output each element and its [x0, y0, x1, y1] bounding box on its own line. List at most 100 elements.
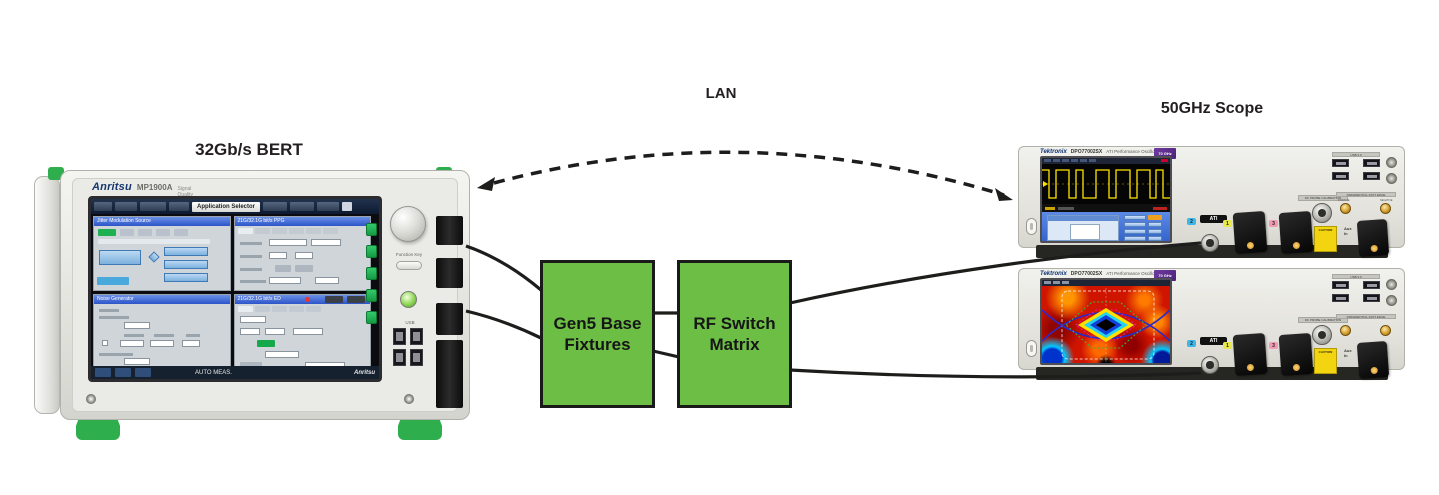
toolbar-chip[interactable] — [317, 202, 340, 211]
chip[interactable] — [156, 229, 170, 236]
calculation-select[interactable] — [264, 350, 299, 358]
rotary-knob[interactable] — [390, 206, 426, 242]
tab[interactable] — [237, 228, 253, 234]
usb-port[interactable] — [1363, 172, 1380, 180]
scope-power-button[interactable] — [1026, 340, 1037, 357]
time-input[interactable] — [292, 327, 323, 335]
dc-probe-cal-connector[interactable] — [1312, 325, 1332, 345]
audio-jack[interactable] — [1386, 279, 1397, 290]
chip[interactable] — [138, 229, 152, 236]
history-button[interactable] — [239, 361, 262, 368]
offset-input[interactable] — [314, 277, 339, 284]
menu-chip[interactable] — [1161, 159, 1168, 162]
preset-select-2[interactable] — [124, 357, 150, 365]
panel-button[interactable] — [1148, 236, 1162, 241]
tab[interactable] — [254, 305, 270, 312]
tab[interactable] — [305, 228, 321, 234]
panel-button[interactable] — [1124, 236, 1146, 241]
frequency-input[interactable] — [150, 339, 174, 347]
status-chip[interactable] — [135, 368, 151, 377]
usb-port[interactable] — [1332, 172, 1349, 180]
diff-positive-connector[interactable] — [1340, 325, 1351, 336]
chip[interactable] — [120, 229, 134, 236]
data-on-select[interactable] — [268, 252, 287, 259]
stop-button[interactable] — [346, 295, 365, 303]
panel-button[interactable] — [1124, 229, 1146, 234]
usb-port[interactable] — [410, 328, 423, 345]
cycle-select[interactable] — [239, 327, 260, 335]
bitrate-input[interactable] — [268, 239, 307, 246]
menu-chip[interactable] — [1062, 281, 1069, 284]
diff-negative-connector[interactable] — [1380, 203, 1391, 214]
power-button[interactable] — [400, 291, 417, 308]
status-chip[interactable] — [115, 368, 131, 377]
menu-chip[interactable] — [1071, 159, 1078, 162]
off-button[interactable] — [274, 265, 291, 272]
menu-chip[interactable] — [1044, 159, 1051, 162]
usb-port[interactable] — [1332, 294, 1349, 302]
tab[interactable] — [271, 228, 287, 234]
interface-select[interactable] — [268, 277, 301, 284]
softkey-button[interactable] — [366, 267, 377, 280]
band-select[interactable] — [182, 339, 200, 347]
panel-button[interactable] — [1124, 222, 1146, 227]
data-checkbox[interactable] — [102, 339, 108, 346]
softkey-button[interactable] — [366, 223, 377, 236]
audio-jack[interactable] — [1386, 173, 1397, 184]
tab[interactable] — [305, 305, 321, 312]
help-button[interactable] — [342, 202, 353, 211]
preset-select[interactable] — [124, 321, 150, 329]
tab[interactable] — [288, 305, 304, 312]
datetime-field[interactable] — [304, 361, 345, 368]
application-selector-button[interactable]: Application Selector — [192, 201, 261, 212]
dc-probe-cal-connector[interactable] — [1312, 203, 1332, 223]
softkey-button[interactable] — [366, 289, 377, 302]
softkey-button[interactable] — [366, 245, 377, 258]
panel-chip[interactable] — [1148, 215, 1162, 220]
menu-chip[interactable] — [1089, 159, 1096, 162]
start-button[interactable] — [324, 295, 343, 303]
diff-positive-connector[interactable] — [1340, 203, 1351, 214]
audio-jack[interactable] — [1386, 157, 1397, 168]
ati-input-connector[interactable] — [1201, 356, 1219, 374]
diff-negative-connector[interactable] — [1380, 325, 1391, 336]
menu-chip[interactable] — [1062, 159, 1069, 162]
panel-button[interactable] — [1124, 215, 1146, 220]
toolbar-chip[interactable] — [94, 202, 112, 211]
unit-select[interactable] — [264, 327, 285, 335]
audio-jack[interactable] — [1386, 295, 1397, 306]
ati-input-connector[interactable] — [1201, 234, 1219, 252]
tab[interactable] — [237, 305, 253, 312]
usb-port[interactable] — [393, 328, 406, 345]
toolbar-chip[interactable] — [263, 202, 288, 211]
usb-port[interactable] — [1363, 294, 1380, 302]
toolbar-chip[interactable] — [290, 202, 315, 211]
clock-source-tab[interactable] — [97, 277, 129, 285]
menu-chip[interactable] — [1044, 281, 1051, 284]
status-chip[interactable] — [95, 368, 111, 377]
usb-port[interactable] — [1332, 159, 1349, 167]
clock-on-select[interactable] — [294, 252, 313, 259]
tab[interactable] — [271, 305, 287, 312]
panel-button[interactable] — [1148, 229, 1162, 234]
softkey-button[interactable] — [366, 311, 377, 324]
bitrate-value[interactable] — [310, 239, 341, 246]
menu-chip[interactable] — [1053, 159, 1060, 162]
on-chip[interactable] — [98, 229, 116, 236]
panel-button[interactable] — [1148, 222, 1162, 227]
tab[interactable] — [288, 228, 304, 234]
toolbar-chip[interactable] — [169, 202, 189, 211]
usb-port[interactable] — [1363, 281, 1380, 289]
toolbar-chip[interactable] — [140, 202, 166, 211]
menu-chip[interactable] — [1080, 159, 1087, 162]
gating-select[interactable] — [239, 315, 266, 323]
function-key-button[interactable] — [396, 261, 422, 270]
menu-chip[interactable] — [1053, 281, 1060, 284]
tab[interactable] — [254, 228, 270, 234]
usb-port[interactable] — [1363, 159, 1380, 167]
usb-port[interactable] — [410, 349, 423, 366]
tab[interactable] — [322, 228, 338, 234]
amplitude-input[interactable] — [120, 339, 144, 347]
chip[interactable] — [174, 229, 188, 236]
usb-port[interactable] — [1332, 281, 1349, 289]
